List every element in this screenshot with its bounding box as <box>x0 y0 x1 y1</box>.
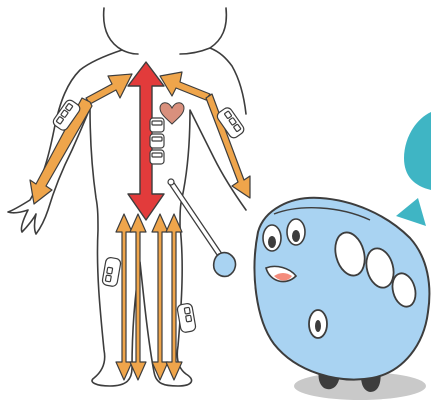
bus-mascot-icon <box>255 198 430 400</box>
mascot-hand <box>214 253 236 277</box>
arrow-right-shoulder <box>160 72 210 100</box>
teal-accent-shape <box>396 112 431 226</box>
arrow-left-shoulder <box>86 74 132 104</box>
arrow-right-leg-inner <box>152 214 168 380</box>
arrow-left-leg-outer <box>116 214 132 380</box>
arrow-right-leg-outer <box>166 214 182 380</box>
